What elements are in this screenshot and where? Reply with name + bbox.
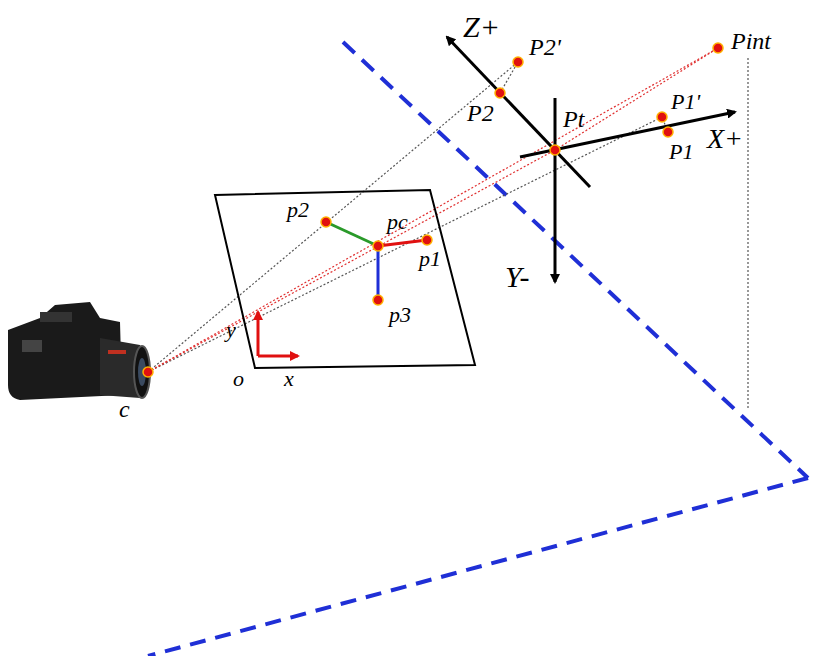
point-label: P2 [466, 100, 495, 126]
point-label: P1' [670, 90, 701, 114]
axis-label: X+ [706, 124, 744, 155]
world-axes [447, 37, 735, 282]
image-axis-label: y [225, 318, 237, 342]
axis-label: Z+ [462, 10, 501, 43]
point-label: P2' [528, 34, 562, 60]
point-label: Pt [562, 106, 585, 132]
points [143, 43, 723, 377]
image-point-label: p3 [388, 303, 412, 327]
image-point-label: p2 [286, 198, 310, 222]
camera-icon [8, 302, 150, 400]
point-label: Pint [730, 28, 772, 54]
axis-label: Y- [504, 260, 530, 293]
projection-rays [148, 48, 748, 410]
image-point-label: p1 [418, 247, 442, 271]
image-axis-label: o [232, 367, 245, 391]
camera-label: c [118, 396, 131, 422]
ground-plane [148, 42, 808, 656]
image-plane [215, 190, 475, 368]
point-label: P1 [668, 140, 694, 164]
image-point-label: pc [386, 210, 409, 234]
image-axis-label: x [283, 367, 295, 391]
